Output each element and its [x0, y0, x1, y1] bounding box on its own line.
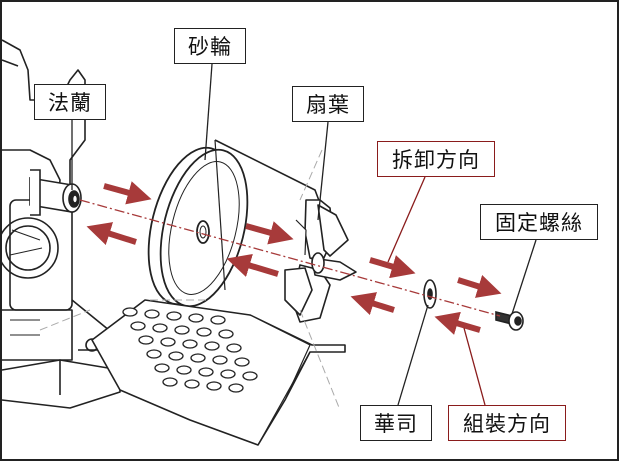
- guard-hole: [218, 329, 234, 339]
- wheel-label: 砂輪: [174, 28, 246, 64]
- guard-hole: [154, 363, 170, 373]
- guard-hole: [226, 343, 242, 353]
- guard-hole: [204, 341, 220, 351]
- guard-hole: [174, 325, 190, 335]
- guard-hole: [138, 335, 154, 345]
- guard-hole: [182, 339, 198, 349]
- arrow-out-1: [103, 181, 152, 205]
- guard-hole: [228, 383, 244, 393]
- washer-label: 華司: [360, 405, 432, 441]
- guard-hole: [190, 353, 206, 363]
- washer: [423, 279, 437, 309]
- guard-hole: [176, 365, 192, 375]
- guard-hole: [146, 349, 162, 359]
- red-leader-lines: [387, 176, 486, 406]
- guard-hole: [168, 351, 184, 361]
- arrow-in-1: [86, 222, 137, 246]
- guard-hole: [220, 369, 236, 379]
- arrow-out-4: [457, 274, 502, 298]
- flange-label: 法蘭: [34, 84, 106, 120]
- guard-hole: [162, 377, 178, 387]
- arrow-out-3: [369, 255, 416, 279]
- rotation-axis: [79, 199, 501, 317]
- guard-hole: [188, 313, 204, 323]
- remove-direction-label: 拆卸方向: [377, 141, 495, 177]
- guard-hole: [210, 315, 226, 325]
- flange-shaft: [29, 169, 82, 216]
- guard-hole: [212, 355, 228, 365]
- guard-hole: [196, 327, 212, 337]
- guard-hole: [122, 307, 138, 317]
- guard-hole: [130, 321, 146, 331]
- guard-hole: [160, 337, 176, 347]
- guard-hole: [242, 371, 258, 381]
- screw-label: 固定螺絲: [480, 204, 598, 240]
- direction-arrows: [86, 181, 502, 335]
- guard-hole: [166, 311, 182, 321]
- fixing-screw: [495, 310, 524, 331]
- guard-hole: [184, 379, 200, 389]
- arrow-in-3: [350, 292, 395, 316]
- grinding-wheel: [147, 146, 249, 308]
- assemble-direction-label: 組裝方向: [448, 405, 566, 441]
- guard-hole: [206, 381, 222, 391]
- wheel-guard: [91, 139, 346, 446]
- construction-lines: [39, 149, 341, 411]
- guard-hole: [198, 367, 214, 377]
- leader-lines: [71, 63, 537, 406]
- guard-hole: [144, 309, 160, 319]
- fan-label: 扇葉: [292, 86, 364, 122]
- guard-hole: [234, 357, 250, 367]
- guard-holes: [122, 307, 258, 393]
- fan-blades: [284, 199, 357, 323]
- guard-hole: [152, 323, 168, 333]
- arrow-in-4: [434, 311, 481, 335]
- arrow-out-2: [245, 221, 294, 245]
- arrow-in-2: [226, 253, 279, 277]
